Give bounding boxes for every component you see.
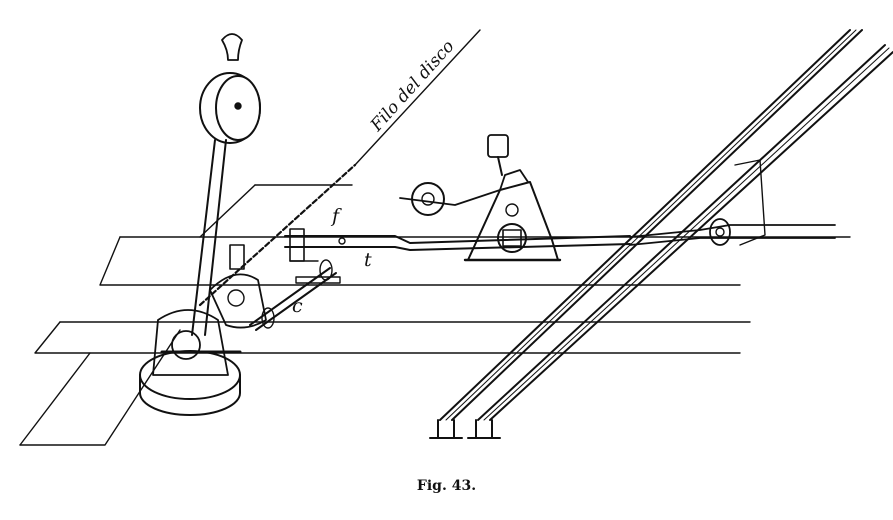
switch-stand	[399, 134, 562, 262]
disc-wire	[198, 29, 481, 307]
ground-sleepers	[19, 184, 851, 446]
rail-connecting-rod	[629, 218, 836, 246]
rods	[249, 228, 631, 331]
lever-base	[139, 244, 267, 416]
lever-post	[191, 33, 261, 336]
label-t: t	[364, 249, 372, 271]
label-c: c	[292, 295, 303, 317]
wire-label: Filo del disco	[366, 37, 458, 137]
label-f: f	[330, 205, 342, 227]
figure-caption: Fig. 43.	[416, 478, 477, 494]
rails	[429, 29, 893, 439]
